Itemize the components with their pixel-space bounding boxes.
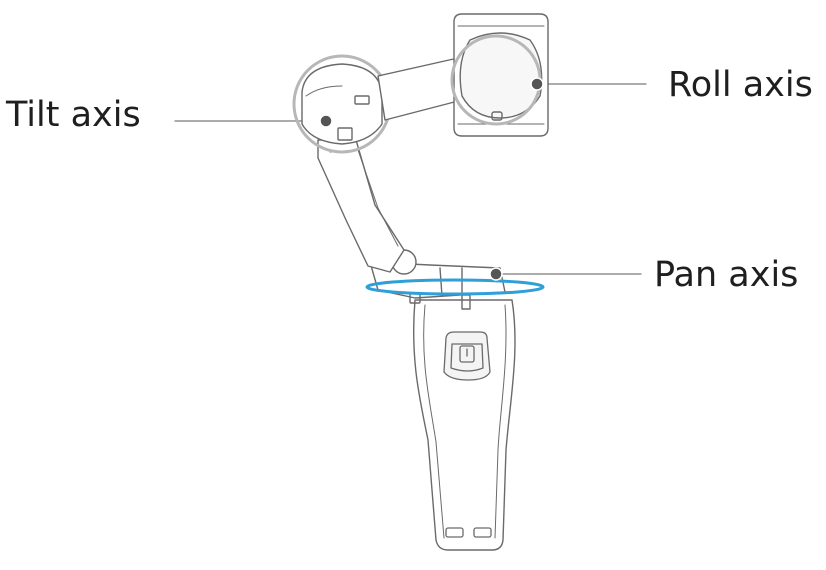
roll-arm: [377, 57, 463, 121]
roll-axis-dot: [530, 77, 544, 91]
tilt-motor: [292, 54, 392, 154]
pan-axis-ring: [365, 278, 545, 296]
pan-axis-dot: [489, 267, 503, 281]
folding-arm: [317, 139, 405, 273]
bottom-slots: [445, 527, 492, 538]
phone-clamp: [450, 13, 549, 137]
tilt-axis-dot: [319, 114, 333, 128]
roll-axis-label: Roll axis: [668, 65, 813, 105]
joystick-icon: [443, 331, 491, 381]
pan-axis-label: Pan axis: [654, 255, 799, 295]
tilt-axis-label: Tilt axis: [6, 95, 141, 135]
